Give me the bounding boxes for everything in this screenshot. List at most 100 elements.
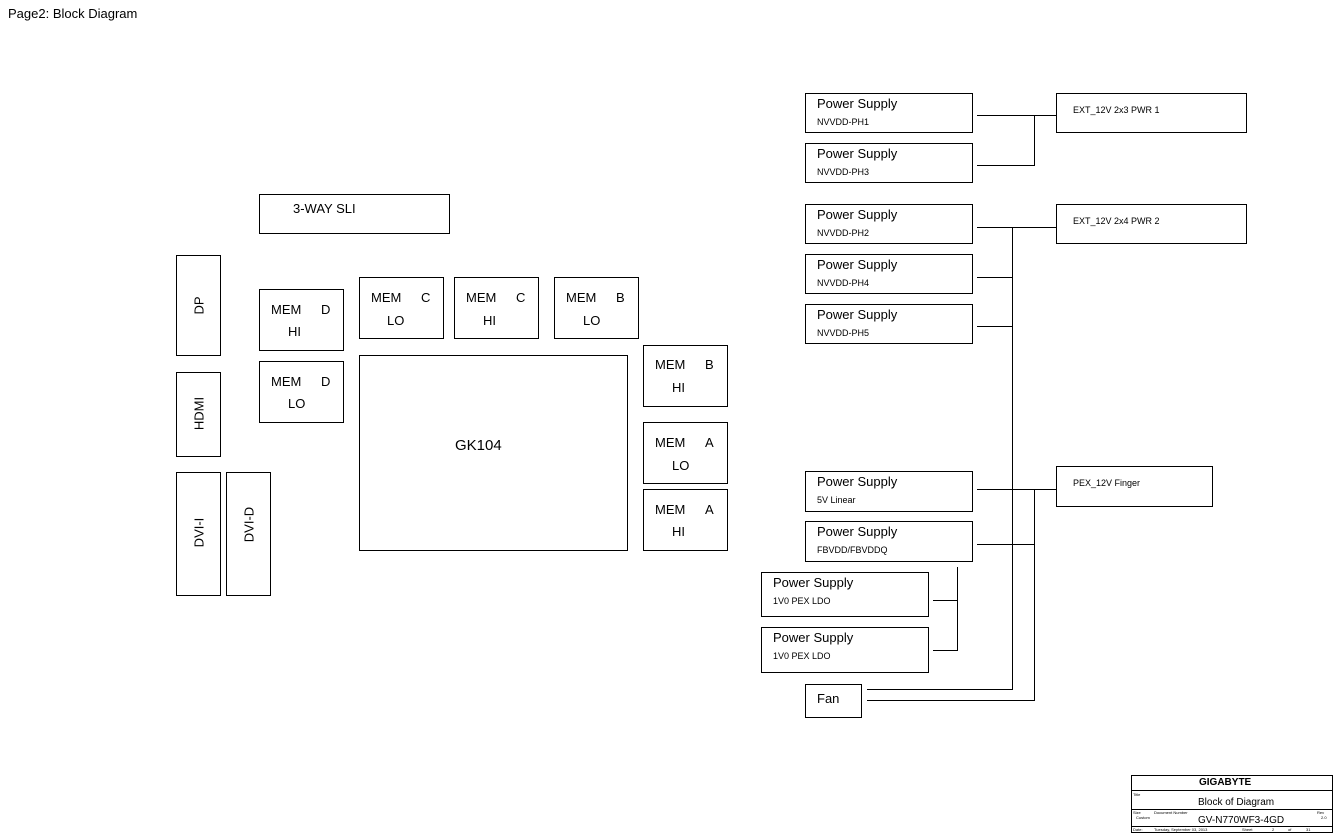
power-supply-nvvdd-ph4[interactable]: Power Supply NVVDD-PH4 bbox=[805, 254, 973, 294]
connector-line bbox=[867, 700, 1035, 701]
title-field-label: Title bbox=[1133, 792, 1141, 797]
mem-b-hi-block[interactable]: MEM B HI bbox=[643, 345, 728, 407]
mem-a-hi-block[interactable]: MEM A HI bbox=[643, 489, 728, 551]
power-supply-rail: NVVDD-PH5 bbox=[817, 328, 870, 338]
document-number: GV-N770WF3-4GD bbox=[1198, 815, 1285, 826]
mem-d-lo-block[interactable]: MEM D LO bbox=[259, 361, 344, 423]
gpu-label: GK104 bbox=[455, 437, 502, 454]
dp-connector[interactable]: DP bbox=[176, 255, 221, 356]
mem-letter: B bbox=[705, 357, 714, 372]
power-supply-fbvdd[interactable]: Power Supply FBVDD/FBVDDQ bbox=[805, 521, 973, 562]
mem-word: MEM bbox=[655, 357, 686, 372]
of-label: of bbox=[1288, 827, 1292, 832]
power-supply-5v-linear[interactable]: Power Supply 5V Linear bbox=[805, 471, 973, 512]
mem-word: MEM bbox=[655, 435, 686, 450]
title-block-divider bbox=[1132, 809, 1332, 810]
power-supply-title: Power Supply bbox=[773, 630, 854, 645]
mem-b-lo-block[interactable]: MEM B LO bbox=[554, 277, 639, 339]
pex-12v-finger[interactable]: PEX_12V Finger bbox=[1056, 466, 1213, 507]
mem-word: MEM bbox=[566, 290, 597, 305]
power-supply-title: Power Supply bbox=[817, 146, 898, 161]
mem-word: MEM bbox=[271, 374, 302, 389]
mem-d-hi-block[interactable]: MEM D HI bbox=[259, 289, 344, 351]
mem-letter: C bbox=[516, 290, 526, 305]
mem-c-hi-block[interactable]: MEM C HI bbox=[454, 277, 539, 339]
rev-value: 2.0 bbox=[1321, 815, 1327, 820]
dp-label: DP bbox=[191, 296, 207, 315]
mem-half: LO bbox=[583, 313, 601, 328]
company-name: GIGABYTE bbox=[1199, 777, 1252, 788]
power-input-label: PEX_12V Finger bbox=[1073, 478, 1141, 488]
mem-half: HI bbox=[288, 324, 301, 339]
connector-line bbox=[977, 326, 1013, 327]
rev-field-label: Rev bbox=[1317, 810, 1325, 815]
size-value: Custom bbox=[1136, 815, 1150, 820]
connector-line bbox=[977, 227, 1056, 228]
power-supply-nvvdd-ph5[interactable]: Power Supply NVVDD-PH5 bbox=[805, 304, 973, 344]
power-supply-title: Power Supply bbox=[817, 307, 898, 322]
power-supply-1v0-pex-ldo-2[interactable]: Power Supply 1V0 PEX LDO bbox=[761, 627, 929, 673]
power-supply-nvvdd-ph2[interactable]: Power Supply NVVDD-PH2 bbox=[805, 204, 973, 244]
mem-letter: C bbox=[421, 290, 431, 305]
power-supply-title: Power Supply bbox=[817, 524, 898, 539]
mem-letter: D bbox=[321, 374, 331, 389]
docnum-field-label: Document Number bbox=[1154, 810, 1188, 815]
hdmi-connector[interactable]: HDMI bbox=[176, 372, 221, 457]
power-supply-title: Power Supply bbox=[773, 575, 854, 590]
ext-12v-2x3-pwr1[interactable]: EXT_12V 2x3 PWR 1 bbox=[1056, 93, 1247, 133]
mem-word: MEM bbox=[655, 502, 686, 517]
date-field-label: Date: bbox=[1133, 827, 1143, 832]
page-title: Page2: Block Diagram bbox=[8, 6, 138, 21]
power-input-label: EXT_12V 2x4 PWR 2 bbox=[1073, 216, 1160, 226]
date-value: Tuesday, September 03, 2013 bbox=[1154, 827, 1208, 832]
gpu-block[interactable]: GK104 bbox=[359, 355, 628, 551]
mem-half: HI bbox=[672, 380, 685, 395]
connector-line bbox=[977, 165, 1035, 166]
hdmi-label: HDMI bbox=[191, 396, 207, 431]
sli-label: 3-WAY SLI bbox=[293, 201, 356, 216]
power-supply-nvvdd-ph1[interactable]: Power Supply NVVDD-PH1 bbox=[805, 93, 973, 133]
mem-letter: A bbox=[705, 435, 714, 450]
power-supply-title: Power Supply bbox=[817, 207, 898, 222]
power-supply-rail: NVVDD-PH2 bbox=[817, 228, 870, 238]
sheet-field-label: Sheet bbox=[1242, 827, 1253, 832]
mem-half: HI bbox=[483, 313, 496, 328]
title-block-divider bbox=[1132, 826, 1332, 827]
power-supply-rail: FBVDD/FBVDDQ bbox=[817, 545, 888, 555]
power-supply-rail: NVVDD-PH3 bbox=[817, 167, 870, 177]
size-field-label: Size bbox=[1133, 810, 1141, 815]
power-supply-nvvdd-ph3[interactable]: Power Supply NVVDD-PH3 bbox=[805, 143, 973, 183]
sheet-value: 2 bbox=[1272, 827, 1275, 832]
mem-word: MEM bbox=[466, 290, 497, 305]
power-supply-rail: 5V Linear bbox=[817, 495, 856, 505]
connector-line bbox=[977, 544, 1035, 545]
mem-letter: D bbox=[321, 302, 331, 317]
power-supply-title: Power Supply bbox=[817, 257, 898, 272]
title-block-divider bbox=[1132, 790, 1332, 791]
mem-word: MEM bbox=[271, 302, 302, 317]
mem-c-lo-block[interactable]: MEM C LO bbox=[359, 277, 444, 339]
connector-line bbox=[977, 115, 1056, 116]
dvi-d-connector[interactable]: DVI-D bbox=[226, 472, 271, 596]
fan-block[interactable]: Fan bbox=[805, 684, 862, 718]
connector-line bbox=[977, 489, 1056, 490]
dvi-d-label: DVI-D bbox=[241, 506, 257, 543]
mem-letter: A bbox=[705, 502, 714, 517]
power-supply-title: Power Supply bbox=[817, 474, 898, 489]
connector-line bbox=[977, 277, 1013, 278]
power-supply-rail: 1V0 PEX LDO bbox=[773, 596, 831, 606]
power-supply-rail: NVVDD-PH4 bbox=[817, 278, 870, 288]
power-supply-rail: 1V0 PEX LDO bbox=[773, 651, 831, 661]
sli-block[interactable]: 3-WAY SLI bbox=[259, 194, 450, 234]
sheets-value: 31 bbox=[1306, 827, 1311, 832]
dvi-i-connector[interactable]: DVI-I bbox=[176, 472, 221, 596]
mem-half: LO bbox=[672, 458, 690, 473]
power-supply-1v0-pex-ldo-1[interactable]: Power Supply 1V0 PEX LDO bbox=[761, 572, 929, 617]
ext-12v-2x4-pwr2[interactable]: EXT_12V 2x4 PWR 2 bbox=[1056, 204, 1247, 244]
mem-a-lo-block[interactable]: MEM A LO bbox=[643, 422, 728, 484]
power-supply-title: Power Supply bbox=[817, 96, 898, 111]
power-supply-rail: NVVDD-PH1 bbox=[817, 117, 870, 127]
connector-line bbox=[867, 689, 1013, 690]
connector-line bbox=[1034, 115, 1035, 165]
connector-line bbox=[1034, 489, 1035, 701]
